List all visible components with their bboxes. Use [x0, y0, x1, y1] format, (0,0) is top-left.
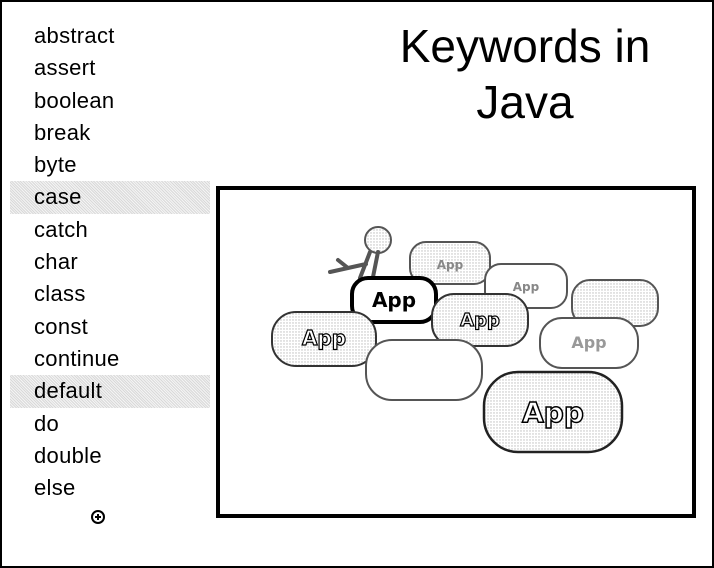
keyword-item[interactable]: const	[34, 313, 89, 339]
keyword-item[interactable]: class	[34, 281, 86, 307]
keyword-item[interactable]: assert	[34, 55, 96, 81]
key-label: App	[571, 333, 606, 352]
key-label: App	[460, 310, 500, 331]
keyword-item[interactable]: case	[10, 181, 210, 214]
keyword-item[interactable]: boolean	[34, 87, 115, 113]
figure-icon	[328, 226, 392, 284]
keyword-item[interactable]: default	[10, 375, 210, 408]
keyword-item[interactable]: continue	[34, 345, 120, 371]
app-key: App	[539, 317, 639, 369]
app-key: App	[482, 370, 624, 454]
app-keys-illustration: App App App App App App	[216, 186, 696, 518]
plus-circle-icon[interactable]	[91, 510, 105, 524]
keyword-list: abstract assert boolean break byte case …	[10, 20, 210, 504]
keyword-item[interactable]: byte	[34, 152, 77, 178]
app-keys-svg: App App App App App App	[271, 226, 659, 454]
keyword-item[interactable]: break	[34, 119, 91, 145]
keyword-item[interactable]: catch	[34, 216, 89, 242]
app-key-pressed: App	[350, 276, 438, 324]
key-label: App	[302, 326, 346, 350]
keyword-item[interactable]: do	[34, 410, 60, 436]
keyword-item[interactable]: else	[34, 475, 76, 501]
keyword-item[interactable]: double	[34, 442, 102, 468]
key-label: App	[522, 396, 584, 429]
key-label: App	[437, 258, 464, 272]
keyword-item[interactable]: char	[34, 249, 78, 275]
title-line-2: Java	[476, 76, 574, 128]
key-label: App	[372, 288, 416, 312]
app-key: App	[431, 293, 529, 347]
keyword-item[interactable]: abstract	[34, 23, 115, 48]
app-key	[365, 339, 483, 401]
app-key: App	[409, 241, 491, 285]
page-title: Keywords in Java	[340, 18, 710, 130]
app-key: App	[271, 311, 377, 367]
title-line-1: Keywords in	[399, 20, 651, 72]
key-label: App	[513, 280, 540, 294]
